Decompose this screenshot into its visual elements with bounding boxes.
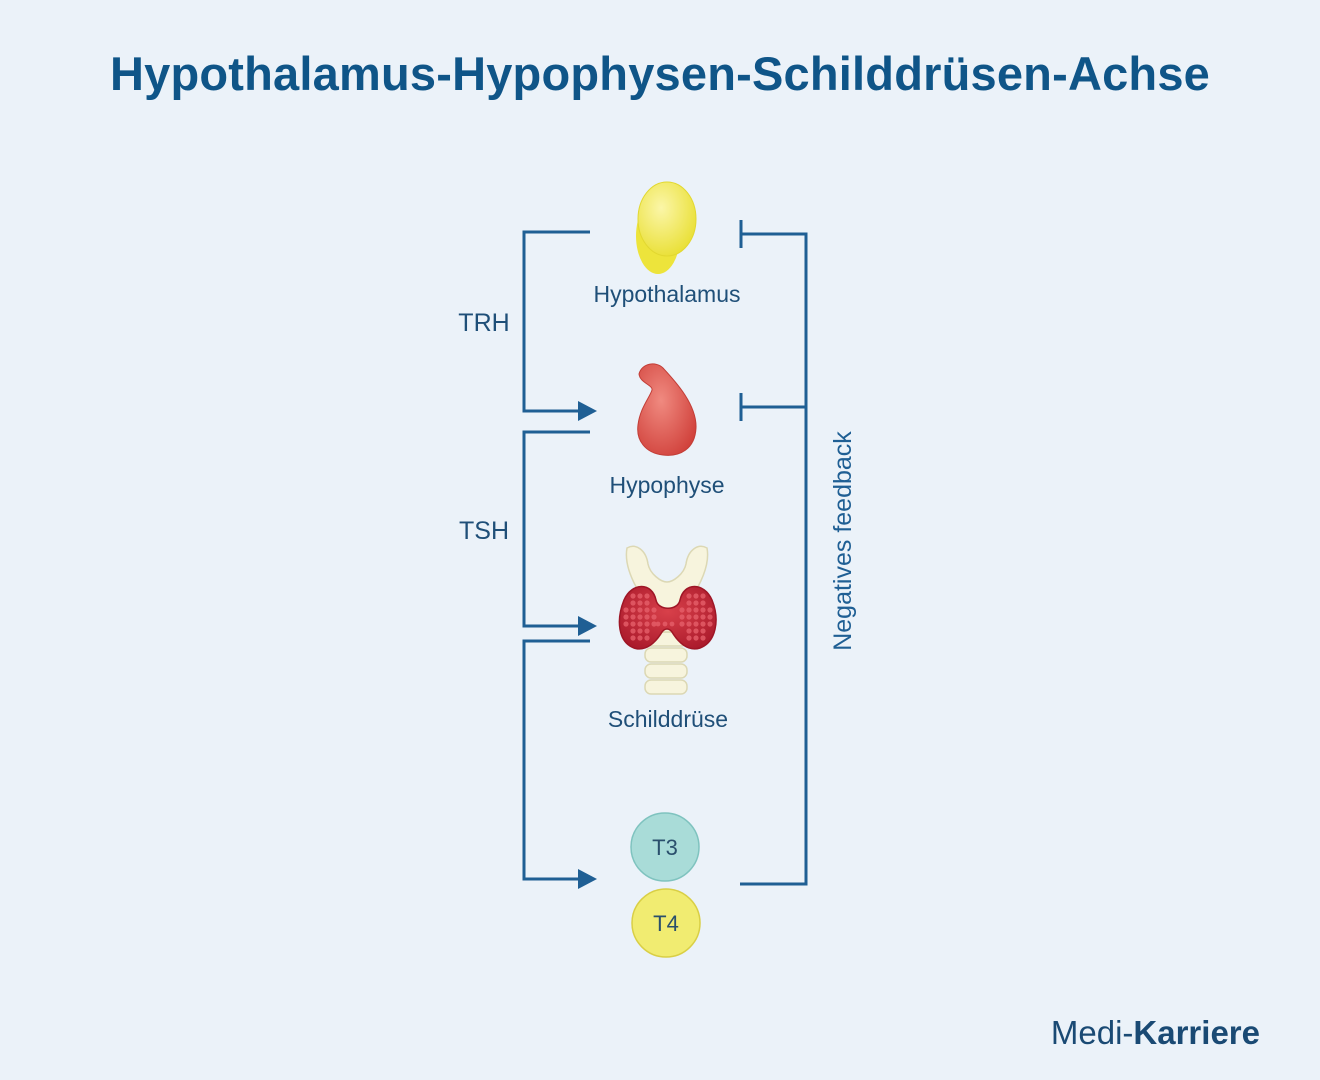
trh-connector-line — [522, 230, 590, 413]
t3-circle: T3 — [630, 812, 700, 882]
hypothalamus-label: Hypothalamus — [593, 281, 740, 307]
tsh-label: TSH — [459, 517, 509, 545]
feedback-line — [740, 232, 808, 886]
t4-label: T4 — [653, 911, 679, 936]
hormone-connector-line — [522, 639, 590, 881]
tsh-connector-line — [522, 430, 590, 628]
negative-feedback-label: Negatives feedback — [829, 431, 857, 651]
schilddruese-icon — [618, 545, 717, 695]
page-title: Hypothalamus-Hypophysen-Schilddrüsen-Ach… — [109, 47, 1211, 100]
schilddruese-label: Schilddrüse — [608, 706, 728, 732]
arrow-head-schilddruese — [578, 616, 597, 636]
hypothalamus-icon — [636, 181, 697, 274]
t3-label: T3 — [652, 835, 678, 860]
hypophyse-icon — [637, 363, 697, 456]
arrow-head-t3-t4 — [578, 869, 597, 889]
arrow-head-hypophyse — [578, 401, 597, 421]
logo-part-karriere: Karriere — [1133, 1014, 1260, 1051]
stimulation-connectors — [522, 230, 590, 881]
logo-part-medi: Medi- — [1050, 1014, 1134, 1051]
medi-karriere-logo: Medi-Karriere — [1051, 1014, 1260, 1052]
hypophyse-label: Hypophyse — [609, 472, 724, 498]
t4-circle: T4 — [631, 888, 701, 958]
trh-label: TRH — [458, 309, 509, 337]
negative-feedback-connectors — [739, 220, 808, 886]
